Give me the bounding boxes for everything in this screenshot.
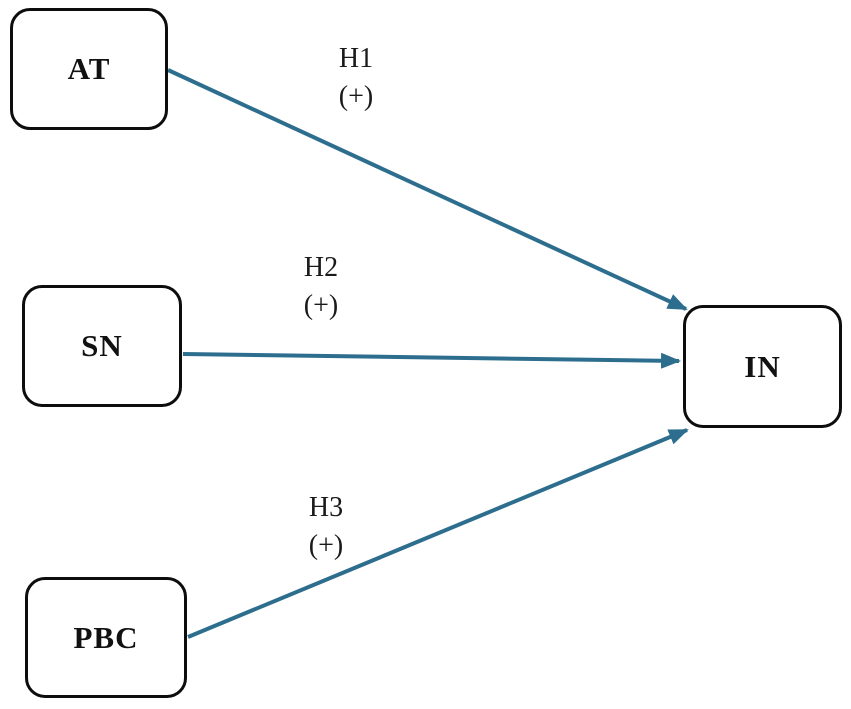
- arrow-h1-at-to-in: [167, 68, 688, 311]
- edge-label-h2: H2 (+): [276, 249, 366, 325]
- h1-hypothesis-text: H1: [338, 43, 374, 74]
- node-in: IN: [683, 305, 842, 428]
- node-at: AT: [10, 8, 168, 130]
- edge-label-h1: H1 (+): [311, 40, 401, 116]
- node-pbc-label: PBC: [73, 619, 139, 655]
- h3-sign-text: (+): [308, 530, 344, 561]
- edge-label-h3: H3 (+): [281, 489, 371, 565]
- node-at-label: AT: [67, 51, 111, 86]
- h3-hypothesis-text: H3: [308, 492, 344, 523]
- h2-hypothesis-text: H2: [303, 252, 339, 283]
- h1-sign-text: (+): [338, 81, 374, 112]
- h2-sign-text: (+): [303, 290, 339, 321]
- node-pbc: PBC: [25, 577, 187, 698]
- arrow-h3-pbc-to-in: [187, 428, 689, 639]
- node-sn: SN: [22, 285, 182, 407]
- node-in-label: IN: [744, 348, 781, 384]
- arrow-h2-sn-to-in: [182, 352, 681, 369]
- node-sn-label: SN: [81, 328, 123, 363]
